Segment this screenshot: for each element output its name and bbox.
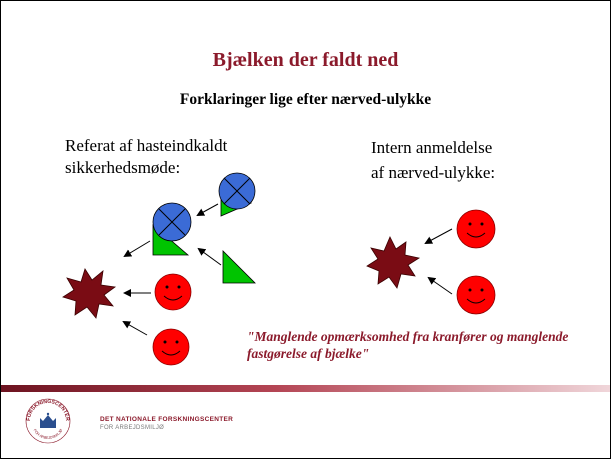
arrow (123, 240, 151, 258)
right-heading: Intern anmeldelse af nærved-ulykke: (371, 138, 496, 182)
crossed-circle-icon (218, 172, 256, 210)
smiley-face-icon (456, 275, 496, 315)
slide-subtitle: Forklaringer lige efter nærved-ulykke (179, 91, 432, 108)
crown-icon (40, 412, 56, 428)
arrow (197, 247, 222, 266)
quote-text: "Manglende opmærksomhed fra kranfører og… (247, 328, 597, 362)
slide-title: Bjælken der faldt ned (212, 49, 399, 71)
institution-name: DET NATIONALE FORSKNINGSCENTER (100, 416, 234, 423)
institution-subname: FOR ARBEJDSMILJØ (100, 425, 165, 431)
quote-close-mark: " (361, 346, 370, 361)
quote-open-mark: " (247, 329, 255, 344)
explosion-star-icon (62, 268, 117, 319)
smiley-face-icon (154, 273, 192, 311)
arrow (196, 203, 219, 216)
footer-bar (1, 385, 610, 392)
arrow (424, 228, 453, 244)
arrow (427, 276, 453, 295)
crossed-circle-icon (152, 202, 192, 242)
quote-body: Manglende opmærksomhed fra kranfører og … (247, 329, 569, 361)
smiley-face-icon (456, 209, 496, 249)
explosion-star-icon (366, 236, 421, 289)
arrow (122, 321, 148, 336)
left-heading: Referat af hasteindkaldt sikkerhedsmøde: (65, 136, 228, 177)
green-triangle-icon (222, 250, 256, 284)
smiley-face-icon (152, 328, 190, 366)
crown-seal-logo: FORSKNINGSCENTER FOR ARBEJDSMILJØ (25, 398, 71, 444)
